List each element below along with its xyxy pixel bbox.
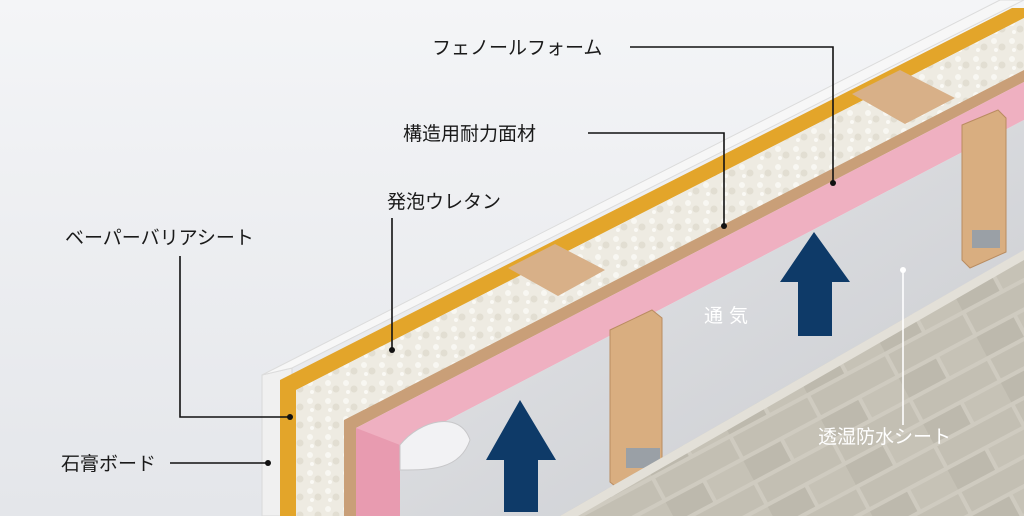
leader-phenolic-foam — [630, 46, 834, 183]
label-structural-panel: 構造用耐力面材 — [403, 123, 536, 145]
phenolic-foam-layer — [356, 82, 1024, 516]
leader-structural-panel — [588, 132, 725, 226]
clip-2 — [972, 230, 1000, 248]
label-ventilation: 通 気 — [704, 305, 748, 327]
stud-2 — [852, 70, 955, 124]
ventilation-arrow-1 — [486, 400, 556, 512]
label-urethane-foam: 発泡ウレタン — [387, 191, 501, 213]
leader-dot-structural-panel — [721, 223, 727, 229]
label-phenolic-foam: フェノールフォーム — [432, 37, 602, 59]
ventilation-arrow-2 — [780, 232, 850, 336]
label-moisture-sheet: 透湿防水シート — [818, 426, 951, 448]
leader-dot-phenolic-foam — [830, 180, 836, 186]
moisture-sheet-layer — [400, 120, 1024, 516]
leader-dot-moisture-sheet — [900, 267, 906, 273]
leader-paper-barrier — [179, 256, 290, 418]
clip-1 — [626, 448, 660, 468]
leader-dot-paper-barrier — [287, 414, 293, 420]
leader-dot-gypsum-board — [265, 460, 271, 466]
phenolic-foam-edge — [356, 428, 400, 516]
stud-1 — [508, 244, 605, 296]
label-gypsum-board: 石膏ボード — [61, 452, 156, 475]
urethane-foam-layer — [296, 18, 1024, 516]
label-paper-barrier: ベーパーバリアシート — [65, 227, 254, 249]
leader-dot-urethane-foam — [389, 347, 395, 353]
sheet-curl — [399, 421, 471, 471]
brick-top-edge — [560, 250, 1024, 516]
structural-panel-layer — [344, 70, 1024, 516]
furring-strip-2 — [961, 109, 1007, 269]
